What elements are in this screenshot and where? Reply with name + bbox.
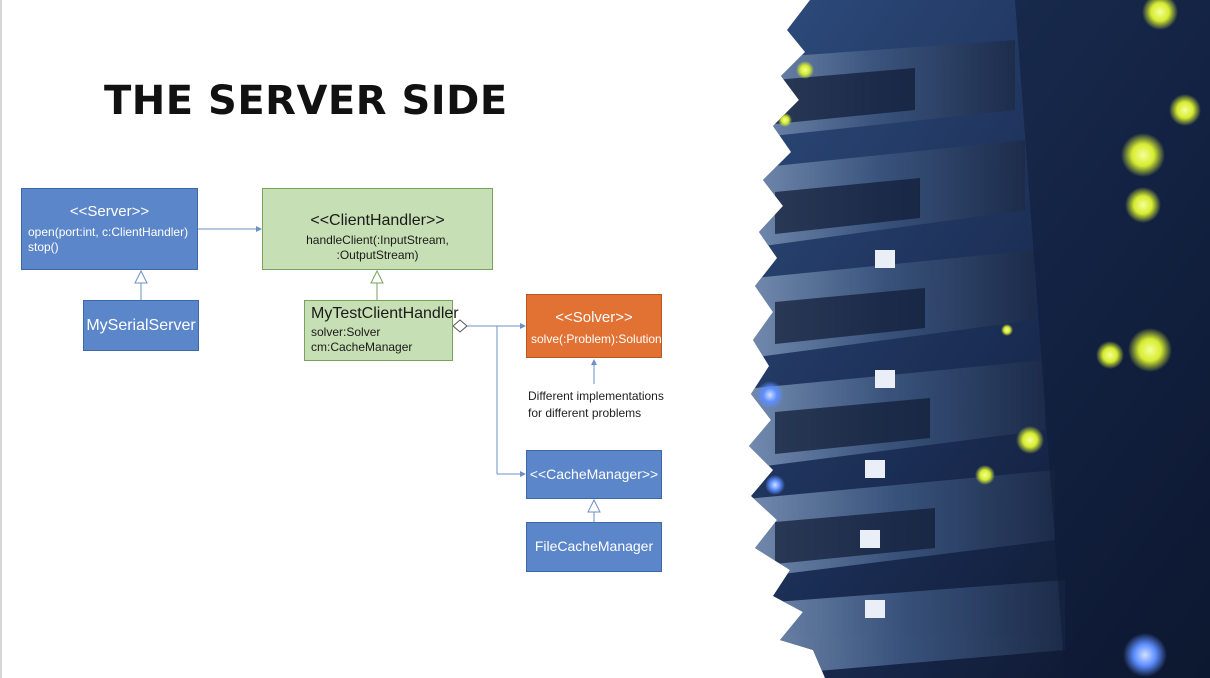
server-rack-photo (749, 0, 1210, 678)
inheritance-triangle-icon (370, 269, 384, 284)
slide-title: THE SERVER SIDE (104, 78, 508, 124)
server-stereotype: <<Server>> (69, 203, 150, 220)
filecachemanager-name: FileCacheManager (534, 538, 654, 555)
cachemanager-interface-box: <<CacheManager>> (526, 450, 662, 499)
slide-left-border (0, 0, 2, 678)
serialserver-class-box: MySerialServer (83, 300, 199, 351)
testclienthandler-field: cm:CacheManager (311, 340, 413, 354)
testclienthandler-class-box: MyTestClientHandler solver:Solver cm:Cac… (304, 300, 459, 361)
clienthandler-method: handleClient(:InputStream, :OutputStream… (306, 233, 449, 262)
solver-note: Different implementations for different … (528, 388, 678, 422)
cachemanager-stereotype: <<CacheManager>> (529, 465, 659, 482)
testclienthandler-name: MyTestClientHandler (311, 305, 459, 322)
server-interface-box: <<Server>> open(port:int, c:ClientHandle… (21, 188, 198, 270)
clienthandler-interface-box: <<ClientHandler>> handleClient(:InputStr… (262, 188, 493, 270)
solver-interface-box: <<Solver>> solve(:Problem):Solution (526, 294, 662, 358)
solver-note-line: Different implementations (528, 389, 664, 403)
server-method: stop() (28, 239, 59, 254)
inheritance-triangle-icon (587, 498, 601, 513)
clienthandler-stereotype: <<ClientHandler>> (310, 212, 445, 229)
serialserver-name: MySerialServer (86, 316, 196, 334)
inheritance-triangle-icon (134, 269, 148, 284)
connector-arrowhead (591, 359, 597, 365)
filecachemanager-class-box: FileCacheManager (526, 522, 662, 572)
solver-stereotype: <<Solver>> (555, 309, 633, 326)
testclienthandler-field: solver:Solver (311, 325, 381, 339)
server-method: open(port:int, c:ClientHandler) (28, 224, 189, 239)
solver-method: solve(:Problem):Solution (531, 331, 662, 346)
solver-note-line: for different problems (528, 405, 642, 420)
